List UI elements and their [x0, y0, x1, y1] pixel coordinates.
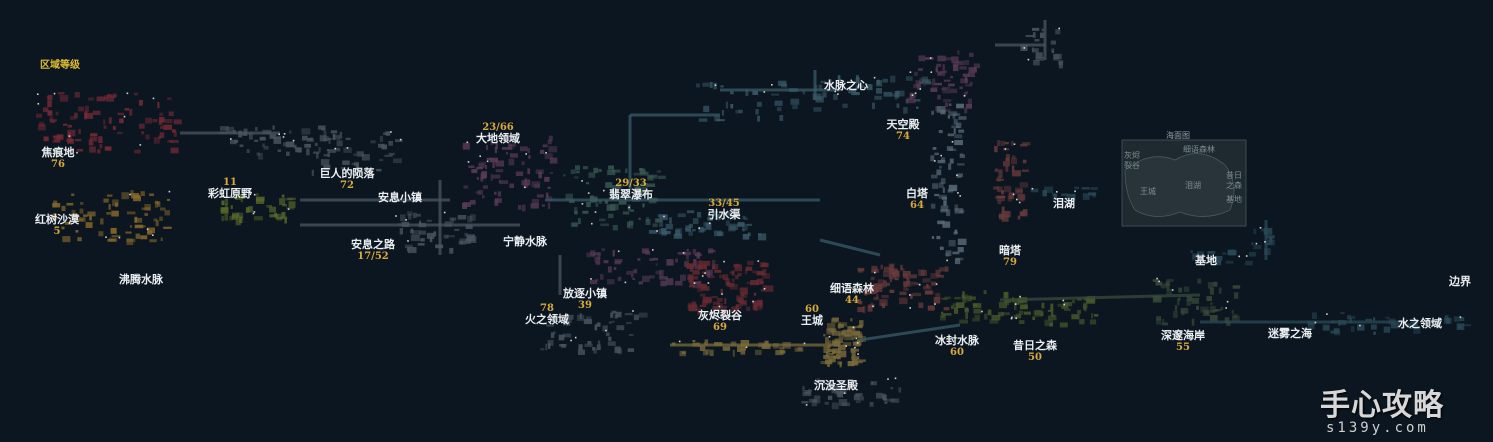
- region-level: 29/33: [615, 178, 647, 189]
- region-name: 昔日之森: [1013, 339, 1057, 352]
- sea-map-title: 海面图: [1166, 131, 1190, 140]
- region-name: 天空殿: [886, 118, 920, 131]
- region-label-anxi-town[interactable]: 安息小镇: [378, 191, 422, 204]
- map-terrain: [36, 20, 1471, 410]
- region-level: 72: [340, 180, 354, 192]
- region-level: 39: [578, 300, 592, 312]
- region-name: 沉没圣殿: [814, 379, 858, 392]
- region-name: 基地: [1195, 254, 1217, 267]
- region-level: 79: [1003, 257, 1017, 269]
- region-label-yinshui[interactable]: 33/45 引水渠: [708, 198, 741, 221]
- region-label-shuimai[interactable]: 水脉之心: [824, 79, 868, 92]
- region-name: 红树沙漠: [35, 213, 79, 226]
- region-level: 44: [845, 295, 859, 307]
- region-name: 水脉之心: [824, 79, 868, 92]
- region-label-feicui[interactable]: 29/33 翡翠瀑布: [609, 178, 653, 201]
- region-name: 放逐小镇: [563, 287, 607, 300]
- region-level: 17/52: [357, 251, 389, 263]
- region-label-ningjing[interactable]: 宁静水脉: [503, 235, 547, 248]
- region-level: 60: [805, 304, 819, 315]
- watermark-text: 手心攻略: [1320, 388, 1444, 423]
- sea-map-label: 昔日: [1226, 171, 1242, 180]
- region-name: 焦痕地: [41, 146, 75, 159]
- region-label-bianjie[interactable]: 边界: [1449, 275, 1471, 288]
- region-label-anxi-road[interactable]: 安息之路 17/52: [351, 238, 395, 263]
- region-level: 50: [1028, 352, 1042, 364]
- region-level: 64: [910, 200, 924, 212]
- legend-title: 区域等级: [40, 60, 80, 71]
- region-name: 深邃海岸: [1161, 329, 1205, 342]
- region-label-juren[interactable]: 巨人的陨落 72: [319, 167, 375, 192]
- region-name: 细语森林: [830, 282, 874, 295]
- region-name: 灰烬裂谷: [698, 309, 742, 322]
- region-level: 76: [51, 159, 65, 171]
- region-name: 大地领域: [476, 132, 520, 145]
- region-name: 泪湖: [1053, 197, 1075, 210]
- region-level: 55: [1176, 342, 1190, 354]
- region-label-huijin[interactable]: 灰烬裂谷 69: [698, 309, 742, 334]
- region-label-feiteng[interactable]: 沸腾水脉: [119, 273, 163, 286]
- region-name: 白塔: [906, 187, 928, 200]
- region-name: 巨人的陨落: [319, 167, 375, 180]
- region-label-bingfeng[interactable]: 冰封水脉 60: [935, 334, 979, 359]
- region-label-hongshu[interactable]: 红树沙漠 5: [35, 213, 79, 238]
- region-level: 74: [896, 131, 910, 143]
- region-name: 翡翠瀑布: [609, 188, 653, 201]
- region-name: 安息小镇: [378, 191, 422, 204]
- region-label-tiankong[interactable]: 天空殿 74: [886, 118, 920, 143]
- region-name: 冰封水脉: [935, 334, 979, 347]
- region-name: 水之领域: [1398, 317, 1442, 330]
- region-label-fangzhu[interactable]: 放逐小镇 39: [563, 287, 607, 312]
- region-label-xiyu[interactable]: 细语森林 44: [830, 282, 874, 307]
- region-name: 暗塔: [999, 244, 1021, 257]
- region-label-shuizhi[interactable]: 水之领域: [1398, 317, 1442, 330]
- region-name: 宁静水脉: [503, 235, 547, 248]
- sea-map-label: 灰烬: [1124, 151, 1140, 160]
- region-label-wangcheng[interactable]: 60 王城: [801, 304, 823, 327]
- region-label-dadi[interactable]: 23/66 大地领域: [476, 122, 520, 145]
- region-level: 5: [53, 226, 61, 238]
- watermark-logo: 手心攻略 s139y.com: [1320, 380, 1444, 436]
- region-label-jidi[interactable]: 基地: [1195, 254, 1217, 267]
- map-markers: [37, 27, 1462, 406]
- region-label-caihong[interactable]: 11 彩虹原野: [208, 177, 252, 200]
- region-name: 迷雾之海: [1268, 327, 1312, 340]
- sea-map-label: 裂谷: [1124, 161, 1140, 170]
- region-label-jiaohen[interactable]: 焦痕地 76: [41, 146, 75, 171]
- region-label-miwu[interactable]: 迷雾之海: [1268, 327, 1312, 340]
- region-label-huozhi[interactable]: 78 火之领域: [525, 303, 569, 326]
- region-level: 78: [540, 303, 554, 314]
- region-level: 33/45: [708, 198, 740, 209]
- region-name: 王城: [801, 314, 823, 327]
- region-label-chenmo[interactable]: 沉没圣殿: [814, 379, 858, 392]
- region-label-leihu[interactable]: 泪湖: [1053, 197, 1075, 210]
- region-level: 69: [713, 322, 727, 334]
- region-name: 引水渠: [707, 208, 741, 221]
- region-level: 11: [223, 177, 237, 188]
- region-name: 边界: [1449, 275, 1471, 288]
- sea-map-label: 王城: [1140, 187, 1156, 196]
- region-name: 沸腾水脉: [119, 273, 163, 286]
- sea-map-inset[interactable]: [1121, 139, 1247, 227]
- region-level: 23/66: [482, 122, 514, 133]
- sea-map-label: 基地: [1226, 195, 1242, 204]
- region-label-shensui[interactable]: 深邃海岸 55: [1161, 329, 1205, 354]
- region-name: 安息之路: [351, 238, 395, 251]
- sea-map-label: 泪湖: [1185, 181, 1201, 190]
- region-label-anta[interactable]: 暗塔 79: [999, 244, 1021, 269]
- region-label-baita[interactable]: 白塔 64: [906, 187, 928, 212]
- region-level: 60: [950, 347, 964, 359]
- region-name: 彩虹原野: [208, 187, 252, 200]
- sea-map-label: 之森: [1226, 181, 1242, 190]
- sea-map-label: 细语森林: [1183, 145, 1215, 154]
- region-label-xiri[interactable]: 昔日之森 50: [1013, 339, 1057, 364]
- watermark-url: s139y.com: [1326, 420, 1429, 436]
- region-name: 火之领域: [525, 313, 569, 326]
